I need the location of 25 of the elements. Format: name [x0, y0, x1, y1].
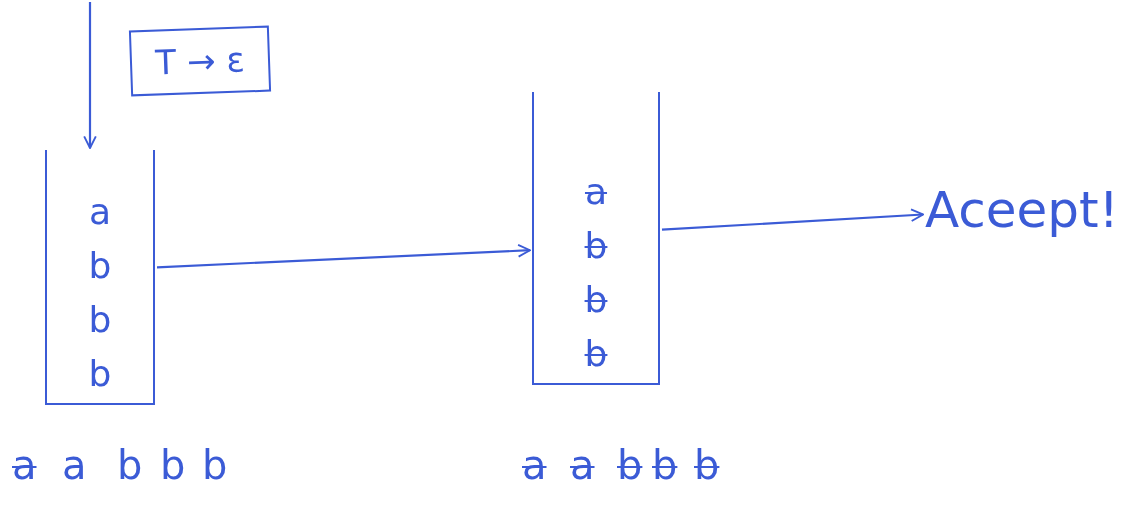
stack-container	[532, 92, 660, 385]
input-symbol-crossed-out: b	[617, 442, 643, 488]
input-symbol: b	[160, 442, 186, 488]
result-text: Aceept!	[925, 179, 1119, 241]
arrow	[156, 244, 531, 269]
stack-symbol: b	[88, 245, 112, 286]
input-symbol-crossed-out: a	[12, 442, 37, 488]
stack-container	[45, 150, 155, 405]
stack-symbol: b	[88, 353, 112, 394]
input-symbol-crossed-out: b	[652, 442, 678, 488]
input-symbol: b	[117, 442, 143, 488]
stack-symbol-crossed-out: a	[584, 171, 608, 212]
production-rule: T → ε	[154, 37, 246, 85]
stack-symbol-crossed-out: b	[584, 225, 608, 266]
input-symbol-crossed-out: b	[694, 442, 720, 488]
input-symbol-crossed-out: a	[522, 442, 547, 488]
stack-symbol: a	[88, 191, 112, 232]
stack-symbol-crossed-out: b	[584, 279, 608, 320]
stack-symbol: b	[88, 299, 112, 340]
arrow	[661, 208, 924, 231]
arrow	[83, 2, 97, 149]
input-symbol: a	[62, 442, 87, 488]
input-symbol-crossed-out: a	[570, 442, 595, 488]
stack-symbol-crossed-out: b	[584, 333, 608, 374]
input-symbol: b	[202, 442, 228, 488]
